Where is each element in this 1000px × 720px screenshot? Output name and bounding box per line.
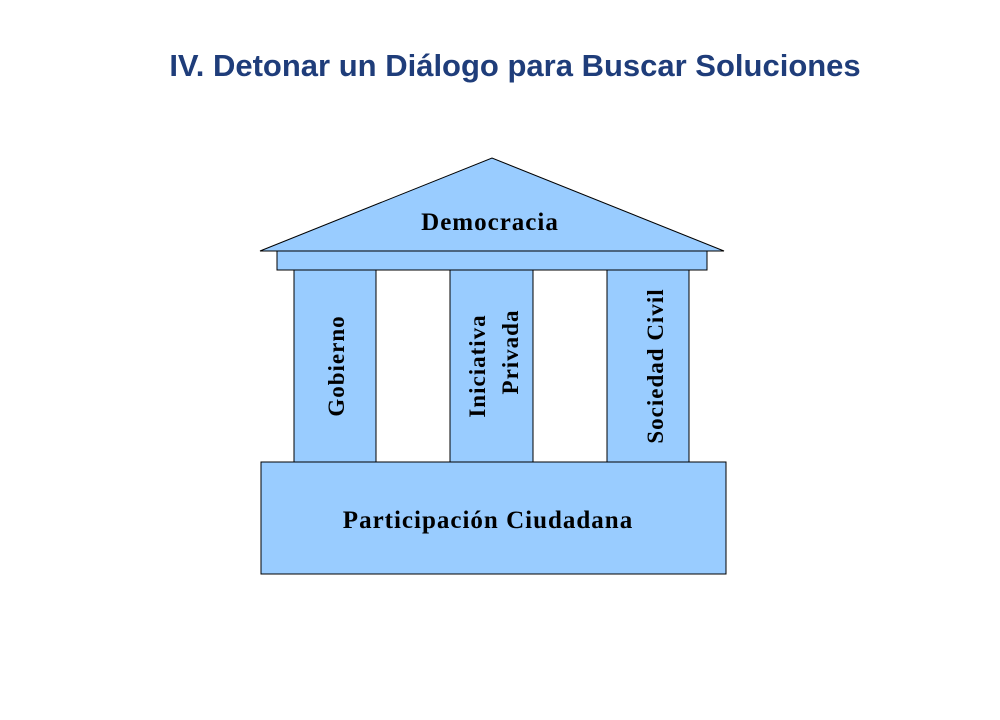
entablature-beam <box>276 250 708 271</box>
column-iniciativa-label-line1: Iniciativa <box>465 314 490 417</box>
column-gobierno-label: Gobierno <box>324 315 349 416</box>
column-iniciativa-privada <box>449 269 534 463</box>
base-platform <box>260 461 727 575</box>
column-gobierno <box>293 269 377 463</box>
column-sociedad-civil <box>606 269 690 463</box>
column-sociedad-civil-label: Sociedad Civil <box>643 288 668 443</box>
slide-title: IV. Detonar un Diálogo para Buscar Soluc… <box>169 48 861 83</box>
column-iniciativa-label-line2: Privada <box>498 310 523 395</box>
base-label: Participación Ciudadana <box>343 507 633 534</box>
roof-pediment <box>259 157 725 252</box>
roof-label: Democracia <box>421 209 559 236</box>
